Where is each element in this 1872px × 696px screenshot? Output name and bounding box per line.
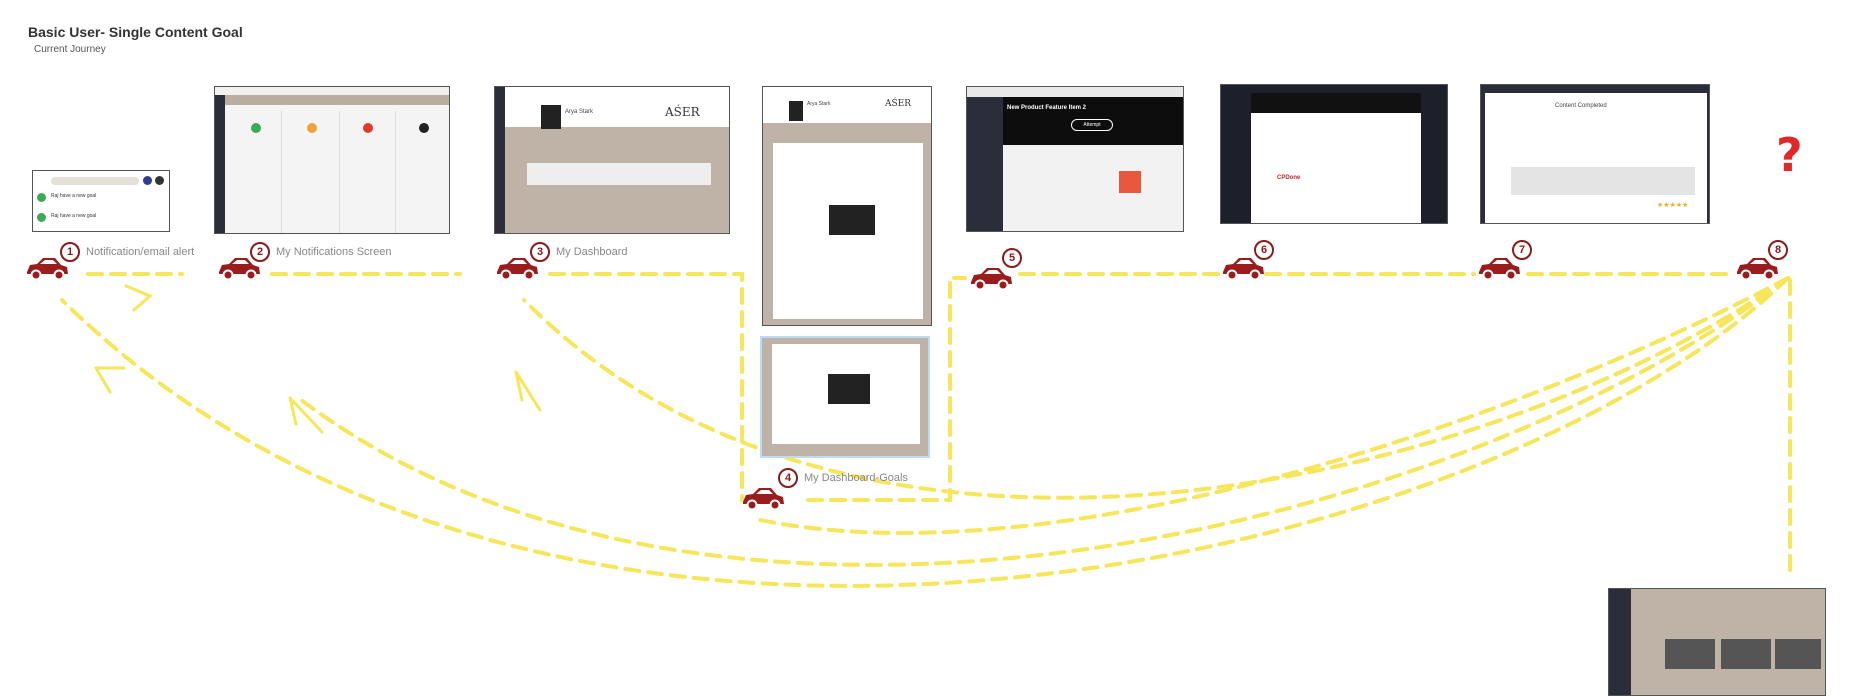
logo-tile (1119, 171, 1141, 193)
screen-dashboard-goals-detail[interactable] (760, 336, 930, 458)
new-goal-icon (251, 123, 261, 133)
car-icon (1476, 254, 1522, 287)
feature-heading: New Product Feature Item 2 (1007, 105, 1087, 111)
close-icon (419, 123, 429, 133)
user-name: Arya Stark (807, 101, 831, 107)
step-number: 1 (60, 242, 80, 262)
step-number: 8 (1768, 240, 1788, 260)
arrowhead-3 (288, 396, 324, 434)
screen-notification[interactable]: Raj have a new goal Raj have a new goal (32, 170, 170, 232)
brand-logo: AŚER (885, 99, 912, 109)
car-icon (740, 484, 786, 517)
step-label: Notification/email alert (86, 246, 195, 258)
pin-icon (363, 123, 373, 133)
step-number: 4 (778, 468, 798, 488)
step-label: My Dashboard-Goals (804, 472, 908, 484)
arrowhead-2 (94, 366, 126, 394)
notification-line-1: Raj have a new goal (51, 193, 97, 199)
screen-dashboard-goals-top[interactable]: Arya Stark AŚER (762, 86, 932, 326)
cpd-logo: CPDone (1277, 175, 1301, 181)
path-segment-4-5 (806, 276, 967, 502)
feature-hero (1003, 97, 1183, 145)
brand-logo: AŚER (665, 105, 700, 119)
car-icon (1734, 254, 1780, 287)
path-segment-3-4 (548, 272, 772, 502)
car-icon (494, 254, 540, 287)
help-icon (143, 176, 152, 185)
screen-content-completed[interactable]: Content Completed ★★★★★ (1480, 84, 1710, 224)
step-number: 3 (530, 242, 550, 262)
page-subtitle: Current Journey (34, 44, 106, 55)
return-path-to-3 (522, 276, 1790, 500)
content-thumbnail (829, 205, 875, 235)
avatar (155, 176, 164, 185)
content-card (1665, 639, 1715, 669)
content-card (1775, 639, 1821, 669)
page-title: Basic User- Single Content Goal (28, 24, 243, 40)
attempt-button[interactable]: Attempt (1071, 119, 1113, 131)
notification-line-2: Raj have a new goal (51, 213, 97, 219)
screen-feature-item[interactable]: New Product Feature Item 2 Attempt (966, 86, 1184, 232)
search-bar (51, 177, 139, 185)
user-name: Arya Stark (565, 109, 594, 115)
screen-my-notifications[interactable] (214, 86, 450, 234)
banner (225, 95, 449, 105)
arrowhead-4 (514, 370, 542, 412)
step-number: 6 (1254, 240, 1274, 260)
car-icon (1220, 254, 1266, 287)
step-label: My Notifications Screen (276, 246, 392, 258)
goals-panel (527, 163, 711, 185)
browser-bar (967, 87, 1183, 97)
profile-header (495, 87, 729, 127)
bell-icon (307, 123, 317, 133)
car-icon (24, 254, 70, 287)
screen-my-dashboard[interactable]: Arya Stark AŚER (494, 86, 730, 234)
question-mark-icon: ? (1776, 128, 1803, 182)
step-number: 5 (1002, 248, 1022, 268)
screen-cpd-content[interactable]: CPDone (1220, 84, 1448, 224)
avatar (789, 101, 803, 121)
screen-content-library[interactable] (1608, 588, 1826, 696)
completed-panel (1485, 93, 1707, 223)
sidebar (215, 95, 225, 233)
step-number: 2 (250, 242, 270, 262)
avatar (541, 105, 561, 129)
completed-heading: Content Completed (1555, 103, 1607, 109)
sidebar (495, 87, 505, 233)
comment-field[interactable] (1511, 167, 1695, 195)
goal-icon (37, 213, 46, 222)
content-thumbnail (828, 374, 870, 404)
step-label: My Dashboard (556, 246, 628, 258)
sidebar (967, 97, 1003, 231)
goal-icon (37, 193, 46, 202)
car-icon (216, 254, 262, 287)
return-path-alt (758, 276, 1790, 535)
content-header (1251, 93, 1421, 113)
content-page (1251, 93, 1421, 223)
return-path-to-1 (60, 276, 1790, 588)
return-path-to-2 (294, 276, 1790, 567)
content-card (1721, 639, 1771, 669)
car-icon (968, 264, 1014, 297)
arrowhead-1 (124, 284, 153, 312)
sidebar (1609, 589, 1631, 695)
step-number: 7 (1512, 240, 1532, 260)
star-rating[interactable]: ★★★★★ (1657, 202, 1689, 209)
